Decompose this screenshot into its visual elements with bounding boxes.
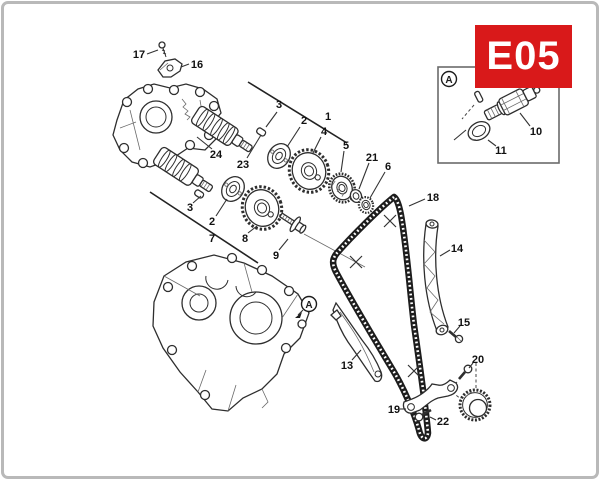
callout-3-lower-label: 3 — [187, 202, 193, 214]
callout-1-label: 1 — [325, 111, 331, 123]
callout-19-label: 19 — [388, 404, 400, 416]
camshaft-lower — [152, 146, 214, 193]
callout-24: 24 — [196, 136, 223, 161]
callout-3-upper-label: 3 — [276, 99, 282, 111]
tensioner-pin — [474, 90, 484, 103]
bearing-part2-upper — [267, 143, 291, 169]
callout-8: 8 — [242, 225, 258, 245]
callout-2-lower-label: 2 — [209, 216, 215, 228]
bolt-part22 — [414, 408, 432, 422]
callout-13-label: 13 — [341, 360, 353, 372]
timing-gear-part5 — [327, 172, 357, 204]
callout-14-label: 14 — [451, 243, 464, 255]
callout-10: 10 — [519, 112, 542, 138]
callout-19: 19 — [388, 404, 406, 416]
callout-23: 23 — [237, 134, 262, 171]
page-code-text: E05 — [486, 34, 561, 78]
page-code-badge: E05 — [475, 25, 572, 88]
chain-guide-part14 — [423, 219, 449, 336]
callout-24-label: 24 — [210, 149, 223, 161]
callout-10-label: 10 — [530, 126, 542, 138]
callout-6: 6 — [369, 161, 391, 199]
callout-5-label: 5 — [343, 140, 349, 152]
ring-pointer-line — [453, 129, 467, 141]
callout-11-label: 11 — [495, 145, 507, 157]
callout-9-label: 9 — [273, 250, 279, 262]
bracket-part19 — [402, 379, 459, 414]
callout-22: 22 — [429, 416, 449, 428]
callout-4: 4 — [312, 126, 328, 154]
bolt-part20 — [458, 364, 473, 380]
callout-16-label: 16 — [191, 59, 203, 71]
cam-sprocket-part4 — [287, 148, 331, 194]
chain-cut-mark-icon — [349, 214, 421, 378]
chain-tensioner-part10 — [483, 86, 541, 121]
key-washer-part3-lower — [194, 189, 205, 199]
detail-reference-marker-block: A — [295, 295, 318, 318]
callout-18-label: 18 — [427, 192, 439, 204]
callout-8-label: 8 — [242, 233, 248, 245]
callout-14: 14 — [439, 243, 464, 257]
callout-20-label: 20 — [472, 354, 484, 366]
bolt-part15 — [448, 330, 464, 344]
callout-20: 20 — [468, 354, 484, 369]
bracket-part16 — [157, 58, 183, 78]
callout-15: 15 — [453, 317, 470, 334]
callout-17: 17 — [133, 49, 159, 61]
callout-4-label: 4 — [321, 126, 328, 138]
bearing-part2-lower — [221, 176, 245, 202]
callout-3-lower: 3 — [187, 195, 202, 214]
callout-18: 18 — [408, 192, 439, 207]
group-line-item7 — [149, 191, 259, 264]
crankshaft-gear — [458, 388, 492, 422]
callout-16: 16 — [180, 59, 203, 71]
lock-nut-part6 — [357, 196, 375, 214]
timing-chain-part18 — [329, 193, 432, 442]
group-line-item1 — [247, 81, 348, 144]
engine-block-drawing — [152, 252, 310, 412]
callout-9: 9 — [273, 238, 289, 262]
callout-15-label: 15 — [458, 317, 470, 329]
callout-2-upper: 2 — [286, 115, 307, 148]
screw-part17 — [158, 41, 167, 58]
callout-23-label: 23 — [237, 159, 249, 171]
marker-a-inset: A — [445, 75, 452, 86]
callout-7-label: 7 — [209, 233, 215, 245]
flange-bolt-part9 — [278, 212, 307, 234]
callout-5: 5 — [340, 140, 349, 173]
marker-a-block: A — [305, 300, 312, 311]
callout-3-upper: 3 — [265, 99, 282, 128]
callout-21: 21 — [358, 152, 378, 190]
camshaft-upper — [190, 105, 253, 153]
callout-17-label: 17 — [133, 49, 145, 61]
callout-13: 13 — [341, 349, 362, 372]
callout-11: 11 — [487, 139, 507, 157]
cam-sprocket-part8 — [240, 185, 284, 231]
key-washer-part3-upper — [256, 127, 267, 137]
callout-21-label: 21 — [366, 152, 378, 164]
tensioner-blade-part13 — [330, 301, 383, 383]
callout-22-label: 22 — [437, 416, 449, 428]
callout-2-upper-label: 2 — [301, 115, 307, 127]
cam-housing-drawing — [112, 83, 222, 169]
callout-2-lower: 2 — [209, 198, 228, 228]
callout-6-label: 6 — [385, 161, 391, 173]
gasket-ring-part11 — [467, 121, 491, 141]
